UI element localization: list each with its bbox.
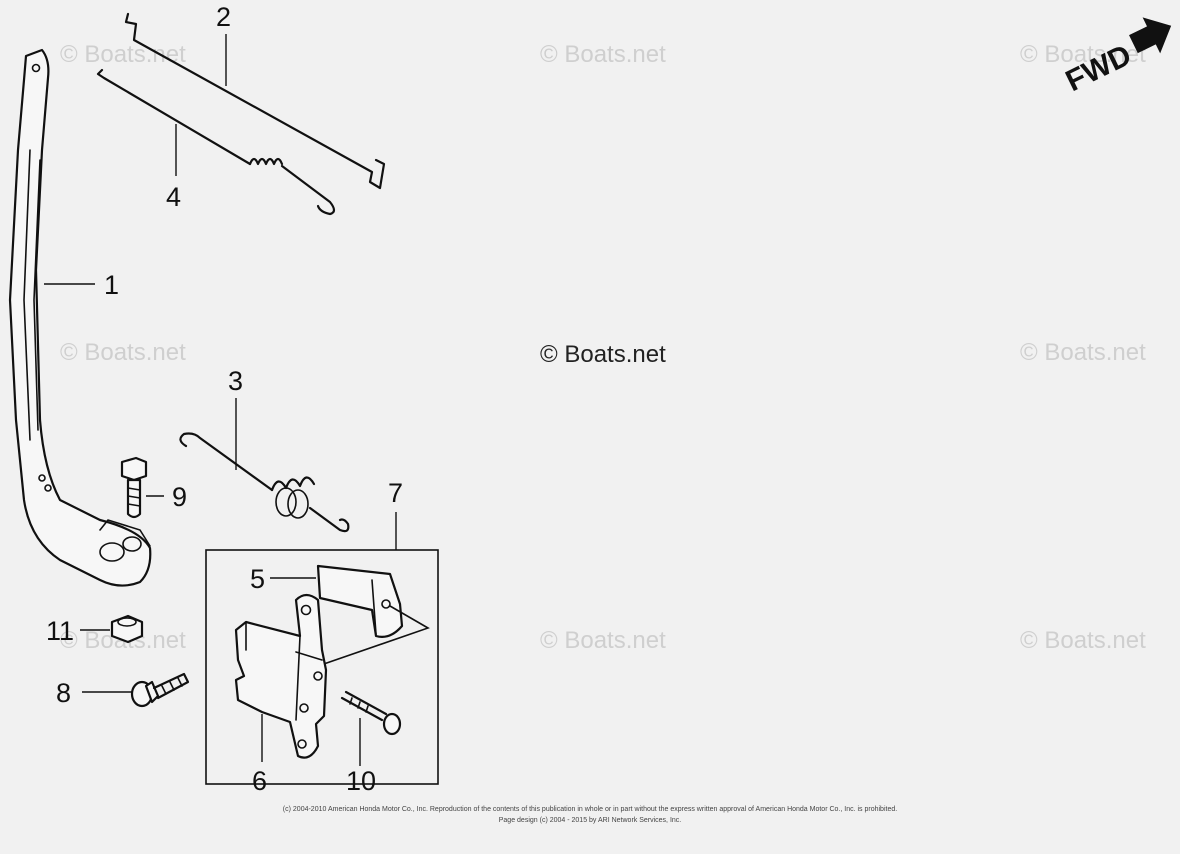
part-2-rod bbox=[124, 12, 386, 190]
part-5-small-bracket bbox=[316, 564, 430, 667]
watermark-text: © Boats.net bbox=[1020, 627, 1146, 654]
watermark-text: © Boats.net bbox=[60, 339, 186, 366]
part-7-assembly-box bbox=[205, 549, 439, 785]
callout-10: 10 bbox=[346, 766, 376, 796]
watermark-text: © Boats.net bbox=[1020, 41, 1146, 68]
part-3-return-spring bbox=[179, 432, 350, 533]
part-6-main-bracket bbox=[234, 593, 328, 759]
callout-11: 11 bbox=[46, 616, 74, 646]
callout-6: 6 bbox=[252, 766, 267, 796]
fwd-arrow-icon bbox=[1129, 17, 1172, 54]
callout-2: 2 bbox=[216, 2, 231, 32]
callout-4: 4 bbox=[166, 182, 181, 212]
copyright-footer-line1: (c) 2004-2010 American Honda Motor Co., … bbox=[283, 806, 897, 813]
callout-7: 7 bbox=[388, 478, 403, 508]
part-1-arm-bracket bbox=[8, 48, 152, 587]
callout-1: 1 bbox=[104, 270, 119, 300]
part-8-flange-bolt bbox=[130, 672, 190, 708]
watermark-text: © Boats.net bbox=[540, 41, 666, 68]
watermark-group: © Boats.net © Boats.net © Boats.net © Bo… bbox=[60, 41, 1146, 654]
part-10-bolt bbox=[340, 690, 402, 736]
copyright-footer-line2: Page design (c) 2004 - 2015 by ARI Netwo… bbox=[499, 817, 682, 824]
watermark-text: © Boats.net bbox=[60, 41, 186, 68]
watermark-center-text: © Boats.net bbox=[540, 341, 666, 368]
part-4-spring-rod bbox=[96, 68, 336, 216]
callout-9: 9 bbox=[172, 482, 187, 512]
part-11-nut bbox=[110, 614, 144, 644]
callout-8: 8 bbox=[56, 678, 71, 708]
part-9-bolt bbox=[120, 456, 148, 519]
callout-5: 5 bbox=[250, 564, 265, 594]
watermark-text: © Boats.net bbox=[1020, 339, 1146, 366]
watermark-text: © Boats.net bbox=[540, 627, 666, 654]
callout-3: 3 bbox=[228, 366, 243, 396]
